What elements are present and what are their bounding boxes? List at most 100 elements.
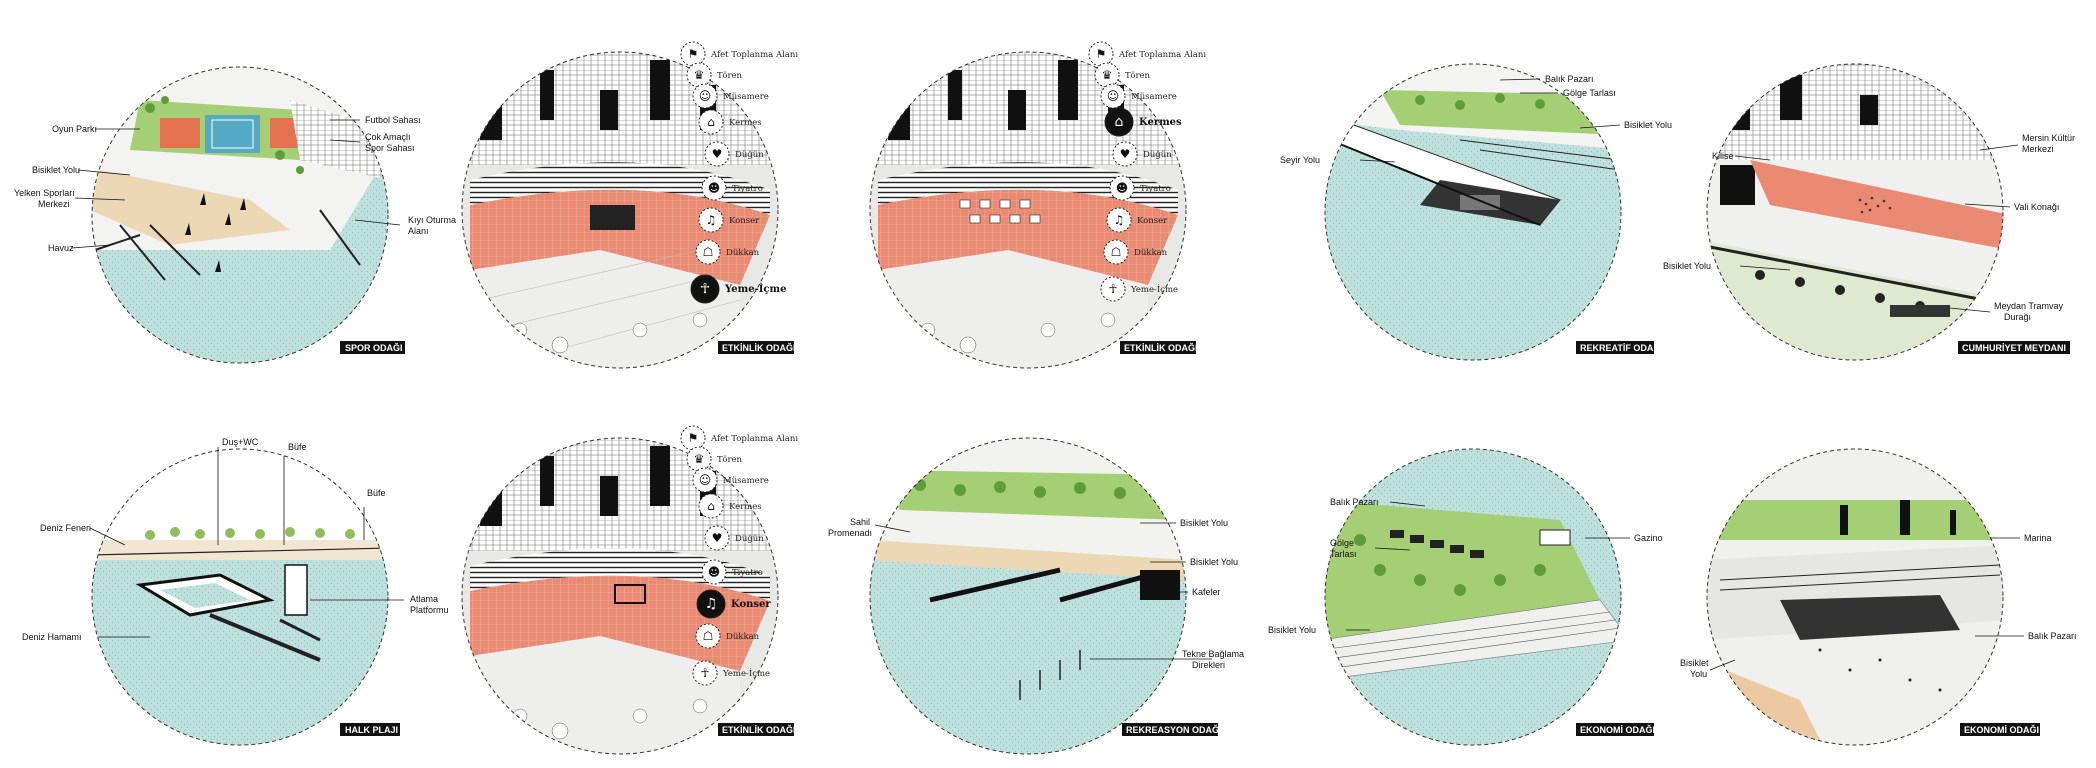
event-icon-label: Tiyatro (1140, 184, 1171, 194)
event-icon-label: Tören (717, 455, 743, 465)
event-icon-label: Yeme-İçme (722, 667, 770, 679)
tiyatro-icon-glyph: ☻ (1116, 181, 1129, 195)
event-icon-label: Tören (717, 71, 743, 81)
düğün-icon: ♥Düğün (704, 141, 764, 167)
label-yelken-sporlari: Yelken Sporları (14, 188, 75, 198)
müsamere-icon: ☺Müsamere (692, 83, 769, 109)
konser-icon-badge (698, 207, 724, 233)
düğün-icon-badge (704, 525, 730, 551)
kermes-icon-glyph: ⌂ (707, 115, 715, 129)
event-icon-legend-2: ⚑Afet Toplanma Alanı♛Tören☺Müsamere⌂Kerm… (1088, 41, 1206, 302)
müsamere-icon: ☺ Müsamere (692, 467, 769, 493)
tören-icon-glyph: ♛ (1102, 68, 1113, 82)
konser-icon: ♫ Konser (698, 207, 760, 233)
panel-ekonomi-odagi-2: Marina Balık Pazarı Bisiklet Yolu EKONOM… (1680, 448, 2077, 746)
tören-icon-badge (686, 62, 712, 88)
tiyatro-icon-glyph: ☻ (708, 181, 721, 195)
label-kiyi-oturma: Kıyı Oturma (408, 215, 456, 225)
label-oyun-parki: Oyun Parkı (52, 124, 97, 134)
label-kafeler: Kafeler (1192, 587, 1221, 597)
event-icon-label: Düğün (1143, 149, 1172, 160)
panel-1-labels: Oyun Parkı Futbol Sahası Çok Amaçlı Spor… (14, 115, 456, 253)
label-kilise: Kilise (1712, 151, 1734, 161)
panel-rekreatif-odak: Balık Pazarı Gölge Tarlası Seyir Yolu Bi… (1280, 63, 1672, 361)
label-bisiklet: Bisiklet (1680, 658, 1709, 668)
event-icon-label: Kermes (1139, 117, 1182, 128)
konser-icon-glyph: ♫ (706, 213, 717, 227)
label-meydan-tramvay: Meydan Tramvay (1994, 301, 2064, 311)
dükkan-icon-badge (695, 623, 721, 649)
dükkan-icon-badge (695, 239, 721, 265)
müsamere-icon-glyph: ☺ (699, 89, 712, 103)
yeme-icme-icon: ☥Yeme-İçme (692, 660, 770, 686)
event-icon-label: Kermes (729, 118, 762, 128)
afet-icon-badge (680, 41, 706, 67)
label-balik-pazari: Balık Pazarı (1545, 74, 1594, 84)
panel-cumhuriyet-meydani: Kilise Mersin Kültür Merkezi Vali Konağı… (1663, 63, 2075, 361)
yeme-icme-icon-glyph: ☥ (700, 281, 710, 297)
tiyatro-icon-badge (701, 559, 727, 585)
tören-icon-badge (1094, 62, 1120, 88)
event-icon-label: Müsamere (723, 476, 769, 486)
dükkan-icon-glyph: ☖ (703, 245, 714, 259)
dükkan-icon: ☖ Dükkan (695, 239, 760, 265)
label-merkezi: Merkezi (38, 199, 70, 209)
label-gazino: Gazino (1634, 533, 1663, 543)
konser-icon-badge (1106, 207, 1132, 233)
afet-icon-glyph: ⚑ (688, 431, 699, 445)
panel-etkinlik-odagi-2: ETKİNLİK ODAĞI (869, 51, 1198, 369)
panel-halk-plaji: Duş+WC Büfe Büfe Deniz Feneri Atlama Pla… (22, 437, 449, 746)
dükkan-icon: ☖Dükkan (1103, 239, 1168, 265)
event-icon-label: Düğün (735, 149, 764, 160)
konser-icon-glyph: ♫ (1114, 213, 1125, 227)
label-golge-tarlasi: Gölge Tarlası (1563, 88, 1616, 98)
düğün-icon-badge (1112, 141, 1138, 167)
label-bisiklet-yolu: Bisiklet Yolu (32, 165, 80, 175)
label-bisiklet-yolu: Bisiklet Yolu (1663, 261, 1711, 271)
müsamere-icon-badge (692, 467, 718, 493)
konser-icon: ♫Konser (696, 589, 771, 619)
kermes-icon: ⌂Kermes (1104, 107, 1182, 137)
düğün-icon-glyph: ♥ (1120, 147, 1131, 161)
event-icon-label: Dükkan (726, 248, 760, 258)
label-bisiklet-yolu: Bisiklet Yolu (1624, 120, 1672, 130)
kermes-icon-badge (1104, 107, 1134, 137)
kermes-icon-badge (698, 493, 724, 519)
tiyatro-icon: ☻Tiyatro (701, 175, 763, 201)
panel-spor-odagi: Oyun Parkı Futbol Sahası Çok Amaçlı Spor… (14, 66, 456, 364)
tören-icon-glyph: ♛ (694, 452, 705, 466)
kermes-icon-glyph: ⌂ (707, 499, 715, 513)
panel-8-labels: Sahil Promenadı Bisiklet Yolu Bisiklet Y… (828, 517, 1244, 670)
label-bisiklet-yolu: Bisiklet Yolu (1268, 625, 1316, 635)
dükkan-icon-badge (1103, 239, 1129, 265)
tören-icon: ♛ Tören (686, 446, 743, 472)
müsamere-icon: ☺Müsamere (1100, 83, 1177, 109)
panel-10-labels: Marina Balık Pazarı Bisiklet Yolu (1680, 533, 2077, 679)
konser-icon: ♫Konser (1106, 207, 1168, 233)
tören-icon-glyph: ♛ (694, 68, 705, 82)
yeme-icme-icon: ☥Yeme-İçme (1100, 276, 1178, 302)
afet-icon-badge (1088, 41, 1114, 67)
event-icon-label: Yeme-İçme (1130, 283, 1178, 295)
label-bufe: Büfe (288, 442, 307, 452)
tören-icon: ♛Tören (1094, 62, 1151, 88)
label-tekne-baglama: Tekne Bağlama (1182, 649, 1244, 659)
label-yolu: Yolu (1690, 669, 1707, 679)
event-icon-label: Düğün (735, 533, 764, 544)
label-platformu: Platformu (410, 605, 449, 615)
panel-title: REKREASYON ODAĞI (1126, 724, 1222, 735)
tiyatro-icon-glyph: ☻ (708, 565, 721, 579)
label-bisiklet-yolu: Bisiklet Yolu (1180, 518, 1228, 528)
label-alani: Alanı (408, 226, 429, 236)
müsamere-icon-glyph: ☺ (699, 473, 712, 487)
label-seyir-yolu: Seyir Yolu (1280, 155, 1320, 165)
panel-9-labels: Balık Pazarı Gölge Tarlası Gazino Bisikl… (1268, 497, 1663, 635)
label-bisiklet-yolu-2: Bisiklet Yolu (1190, 557, 1238, 567)
müsamere-icon-glyph: ☺ (1107, 89, 1120, 103)
konser-icon-badge (696, 589, 726, 619)
afet-icon: ⚑Afet Toplanma Alanı (1088, 41, 1206, 67)
event-icon-legend-1: ⚑Afet Toplanma Alanı♛Tören☺Müsamere⌂Kerm… (680, 41, 798, 304)
event-icon-label: Konser (729, 216, 760, 226)
düğün-icon-badge (704, 141, 730, 167)
